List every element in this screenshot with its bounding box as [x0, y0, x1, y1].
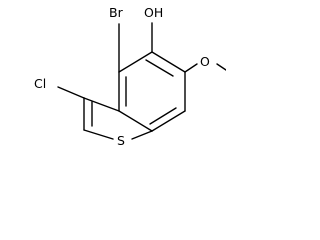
- bond-c7-c7a-inner: [149, 107, 177, 125]
- bond-c3-cl: [57, 86, 85, 99]
- bond-s-c7a: [131, 130, 153, 140]
- bond-c3a-c3: [83, 97, 120, 112]
- bond-c6-c6-inner: [145, 59, 174, 77]
- hydroxyl-label: OH: [144, 5, 163, 20]
- bond-c7-c7a: [151, 110, 186, 132]
- chlorine-label: Cl: [34, 76, 46, 91]
- bond-c5-c6: [151, 51, 186, 73]
- bond-c4-c5: [118, 51, 153, 73]
- bromine-label: Br: [109, 5, 124, 20]
- bond-o-ch3: [216, 63, 226, 71]
- bond-c2-s: [83, 129, 114, 140]
- sulfur-label: S: [117, 133, 125, 148]
- methoxy-oxygen-label: O: [200, 54, 210, 69]
- bond-c7a-c3a: [118, 110, 153, 132]
- bond-c6-o: [184, 63, 198, 73]
- molecule-structure: Br OH Cl S O: [34, 5, 226, 148]
